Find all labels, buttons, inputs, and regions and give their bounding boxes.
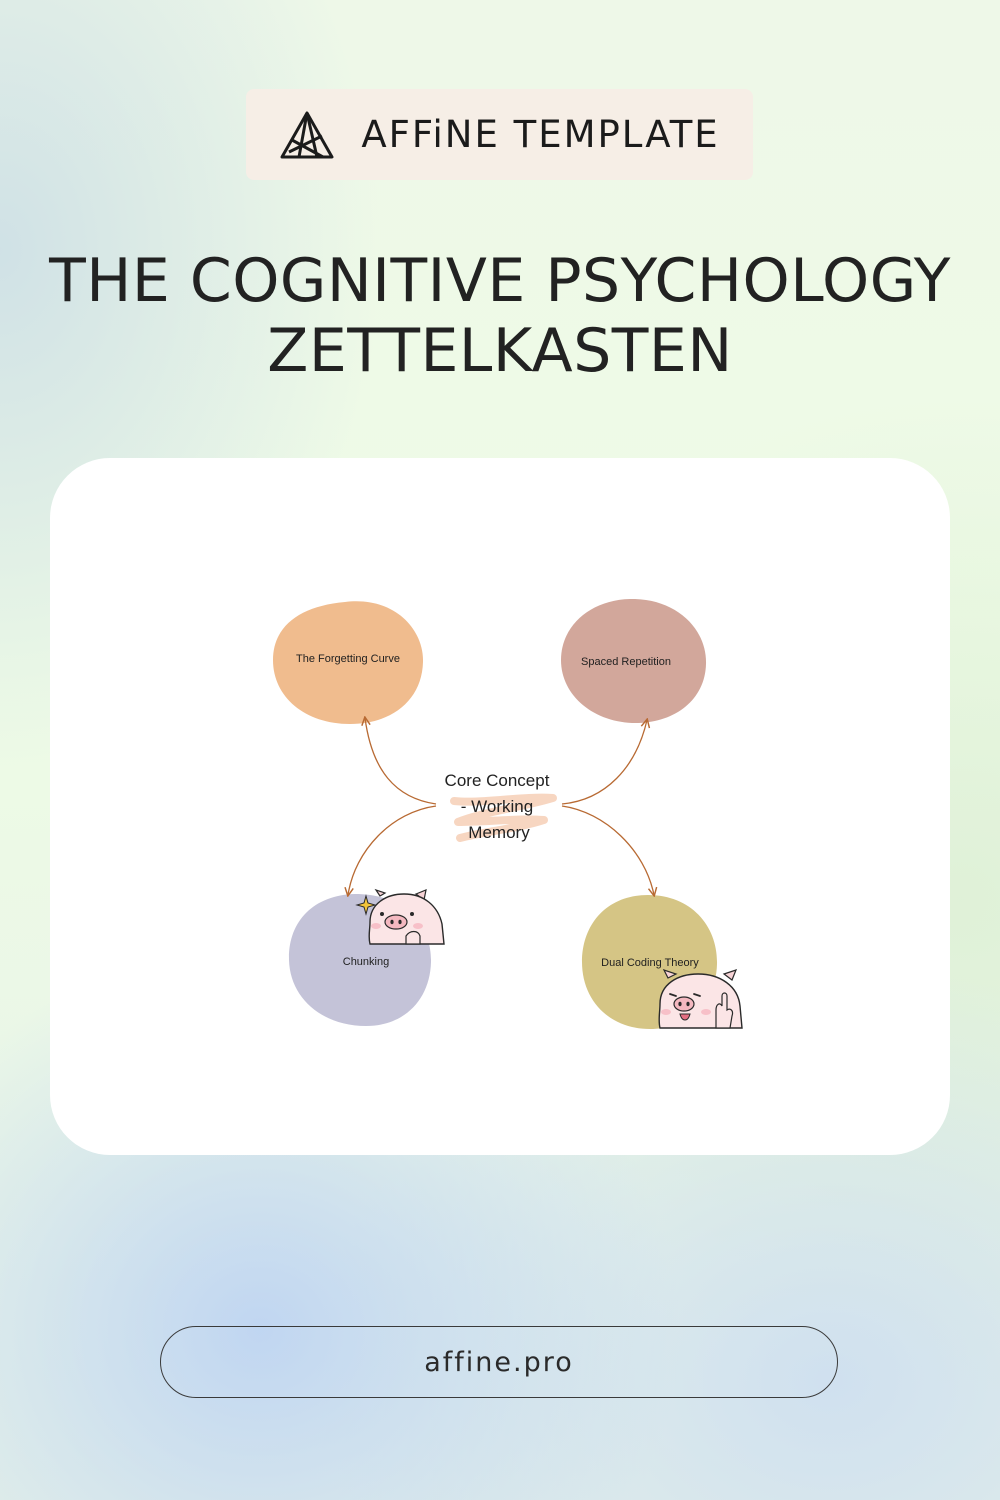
node-chunking-label: Chunking xyxy=(343,956,389,968)
core-line-1: Core Concept xyxy=(445,771,550,790)
website-link-button[interactable]: affine.pro xyxy=(160,1326,838,1398)
node-dual-coding-theory-label: Dual Coding Theory xyxy=(601,957,699,969)
node-spaced-repetition-label: Spaced Repetition xyxy=(581,656,671,668)
title-line-2: ZETTELKASTEN xyxy=(267,316,733,386)
badge-label: AFFiNE TEMPLATE xyxy=(361,113,720,156)
template-badge: AFFiNE TEMPLATE xyxy=(246,89,753,180)
connector-to-spaced-repetition xyxy=(561,720,647,805)
page-title: THE COGNITIVE PSYCHOLOGY ZETTELKASTEN xyxy=(0,246,1000,386)
affine-logo-icon xyxy=(280,111,334,158)
connector-to-forgetting-curve xyxy=(365,718,437,805)
core-concept[interactable]: Core Concept - Working Memory xyxy=(445,771,557,842)
pig-sparkle-icon xyxy=(355,888,445,945)
node-forgetting-curve-label: The Forgetting Curve xyxy=(296,653,400,665)
node-forgetting-curve[interactable]: The Forgetting Curve xyxy=(273,601,424,724)
connector-to-dual-coding xyxy=(561,805,654,895)
node-forgetting-curve-shape xyxy=(273,601,424,724)
core-line-2: - Working xyxy=(461,797,533,816)
pig-tongue-icon xyxy=(658,968,743,1029)
node-spaced-repetition-shape xyxy=(561,598,707,724)
connector-to-chunking xyxy=(348,805,437,895)
core-highlight-stroke xyxy=(450,793,557,842)
website-url: affine.pro xyxy=(424,1346,574,1378)
title-line-1: THE COGNITIVE PSYCHOLOGY xyxy=(49,246,951,316)
core-line-3: Memory xyxy=(468,823,530,842)
node-spaced-repetition[interactable]: Spaced Repetition xyxy=(561,598,707,724)
